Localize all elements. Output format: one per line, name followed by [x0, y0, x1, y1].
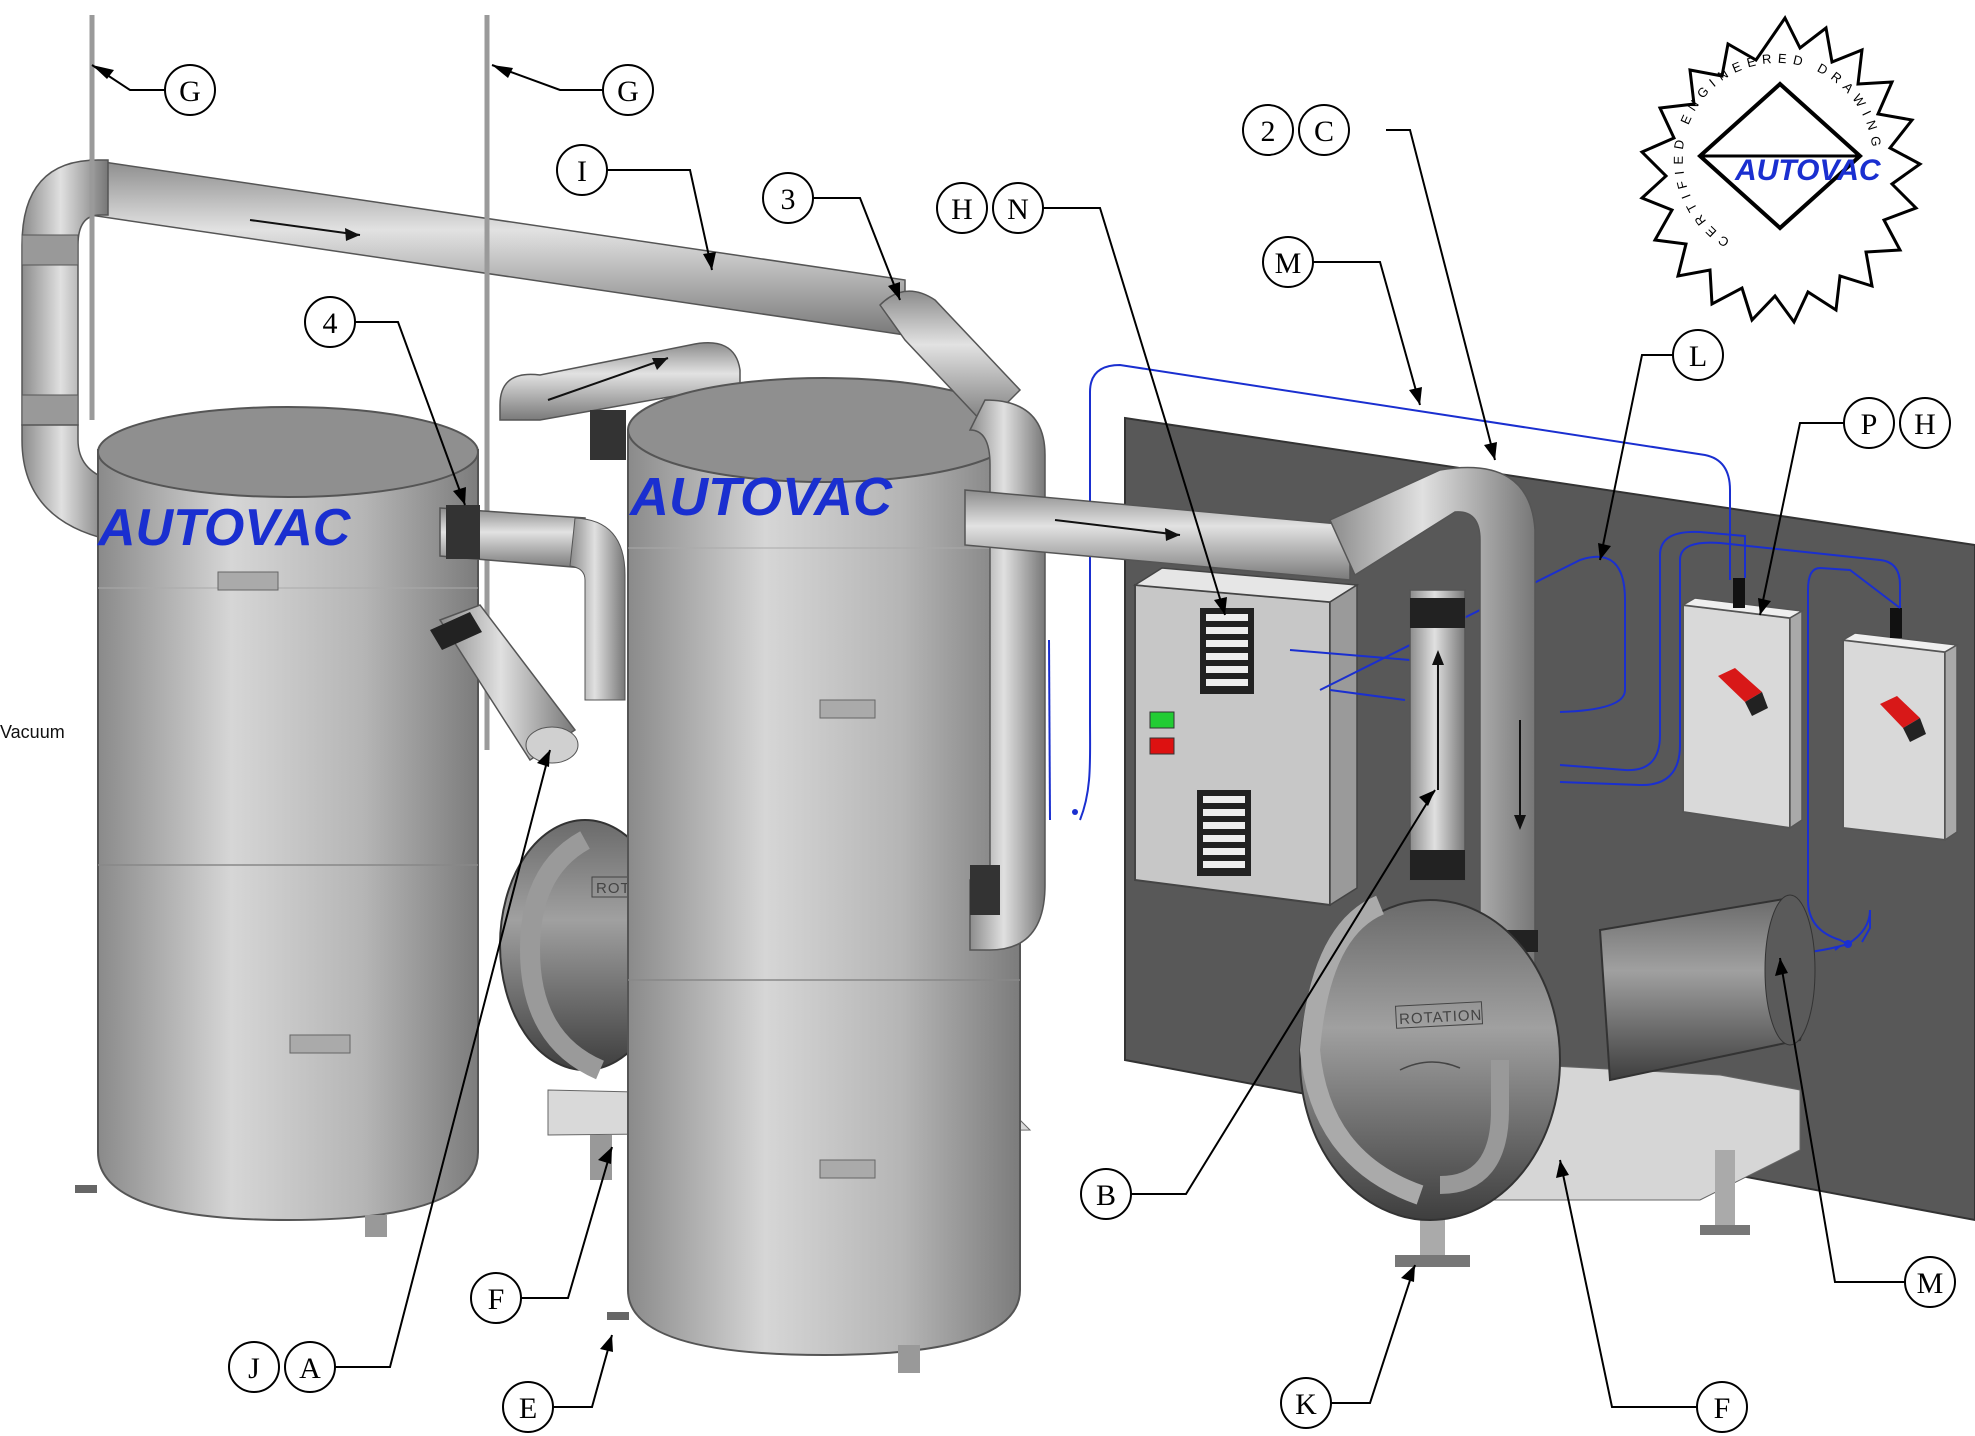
callout-l: L [1598, 329, 1724, 561]
callout-hn-label-h: H [951, 193, 973, 226]
tank-right: AUTOVAC [607, 377, 1021, 1373]
callout-g-1-label: G [179, 75, 201, 108]
tank-left-brand: AUTOVAC [96, 499, 352, 557]
blower-motor-right: ROTATION [1299, 894, 1816, 1267]
callout-i-label: I [577, 155, 587, 188]
callout-m-2: M [1775, 957, 1956, 1308]
callout-e: E [502, 1334, 613, 1433]
control-panel [1132, 567, 1360, 907]
callout-k: K [1280, 1264, 1416, 1429]
rotation-label-right: ROTATION [1399, 1007, 1483, 1028]
overhead-pipe [21, 159, 906, 541]
callout-2c: 2 C [1242, 104, 1497, 461]
callout-m-1-label: M [1275, 247, 1302, 280]
inlet-pipe [430, 604, 579, 764]
vertical-pipe-b [1409, 589, 1466, 881]
callout-f-2-label: F [1714, 1392, 1731, 1425]
callout-e-label: E [519, 1392, 537, 1425]
callout-3-label: 3 [781, 183, 796, 216]
callout-ph: P H [1758, 397, 1951, 616]
callout-2c-label-2: 2 [1261, 115, 1276, 148]
callout-g-2-label: G [617, 75, 639, 108]
callout-ja-label-j: J [248, 1352, 260, 1385]
callout-i: I [556, 144, 716, 271]
callout-ph-label-h: H [1914, 408, 1936, 441]
callout-hn: H N [936, 182, 1227, 616]
vent-lower [1197, 790, 1251, 876]
callout-g-2: G [491, 64, 654, 116]
callout-ja: J A [228, 749, 551, 1393]
callout-b-label: B [1096, 1179, 1116, 1212]
tank-left: AUTOVAC [75, 406, 479, 1237]
seal-brand: AUTOVAC [1734, 154, 1882, 187]
wiring [1048, 363, 1901, 955]
side-text-vacuum: Vacuum [0, 722, 65, 742]
callout-ph-label-p: P [1861, 408, 1878, 441]
callout-4-label: 4 [323, 307, 338, 340]
red-indicator [1149, 737, 1175, 755]
callout-4: 4 [304, 296, 466, 506]
callout-b: B [1080, 789, 1436, 1220]
disconnect-switch-2 [1840, 608, 1960, 842]
callout-hn-label-n: N [1007, 193, 1029, 226]
callout-3: 3 [762, 172, 901, 301]
tank-right-brand: AUTOVAC [628, 467, 893, 527]
callout-f-1-label: F [488, 1283, 505, 1316]
callout-m-1: M [1262, 236, 1422, 406]
certified-seal: AUTOVAC CERTIFIED ENGINEERED DRAWING [1639, 15, 1923, 325]
connector-pipe-4 [439, 505, 626, 701]
callout-g-1: G [91, 64, 216, 116]
callout-l-label: L [1689, 340, 1707, 373]
callout-2c-label-c: C [1314, 115, 1334, 148]
upper-loop-pipe [499, 342, 741, 460]
callout-k-label: K [1295, 1388, 1317, 1421]
disconnect-switch-1 [1680, 578, 1805, 830]
green-indicator [1149, 711, 1175, 729]
callout-ja-label-a: A [299, 1352, 321, 1385]
callout-f-1: F [470, 1146, 613, 1324]
callout-m-2-label: M [1917, 1267, 1944, 1300]
callout-f-2: F [1556, 1159, 1748, 1433]
vent-upper [1200, 608, 1254, 694]
